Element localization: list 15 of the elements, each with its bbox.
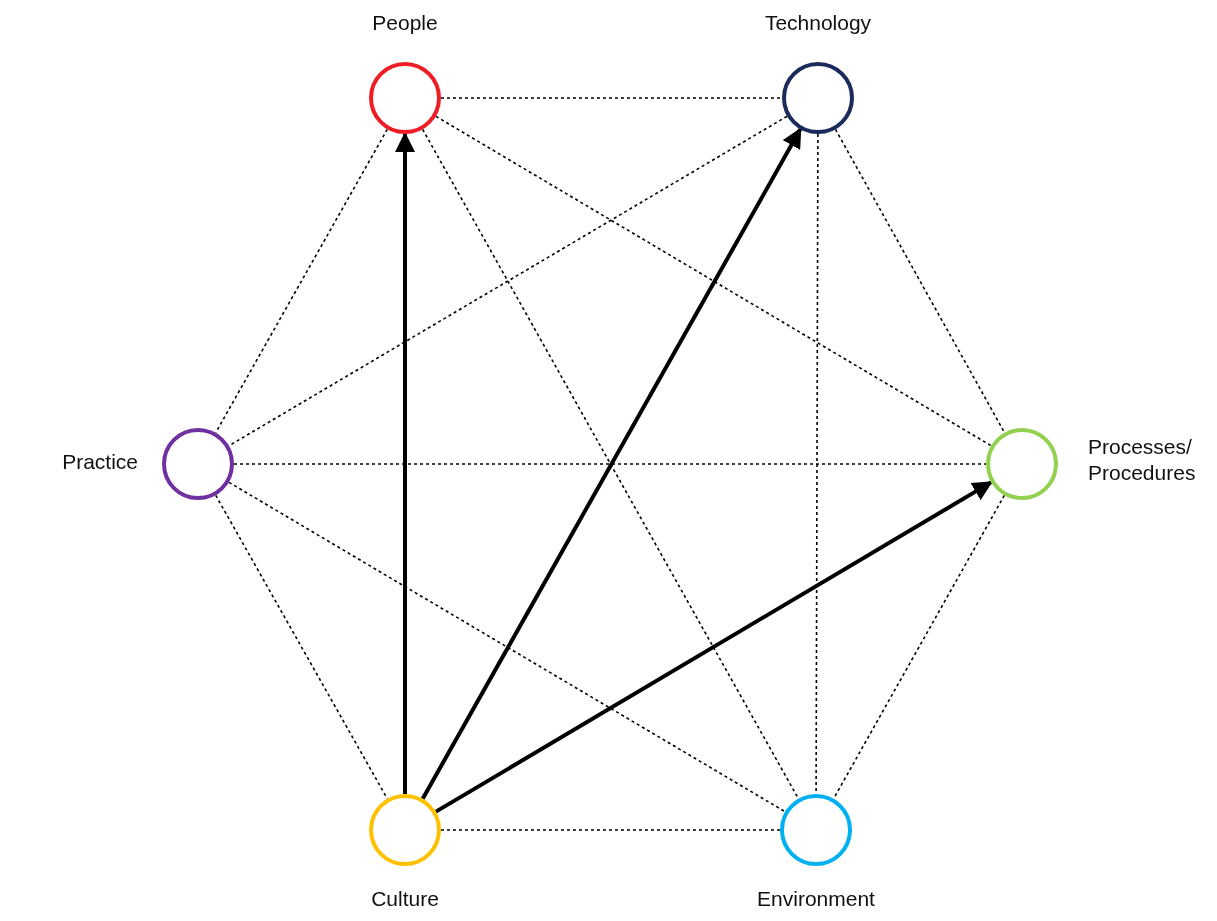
arrow (434, 480, 993, 814)
dotted-line (228, 481, 786, 813)
node-label: Technology (763, 10, 873, 36)
node-label: Environment (756, 886, 876, 912)
node-label: People (371, 10, 439, 36)
node-label: Processes/ Procedures (1088, 434, 1197, 487)
arrow (395, 132, 415, 794)
dotted-line (834, 128, 1006, 434)
dotted-line (228, 115, 788, 447)
dotted-line (440, 829, 781, 831)
dotted-line (233, 463, 987, 465)
dotted-line (440, 97, 783, 99)
node-label: Culture (370, 886, 440, 912)
dotted-line (435, 115, 992, 447)
node-label: Practice (61, 449, 138, 475)
